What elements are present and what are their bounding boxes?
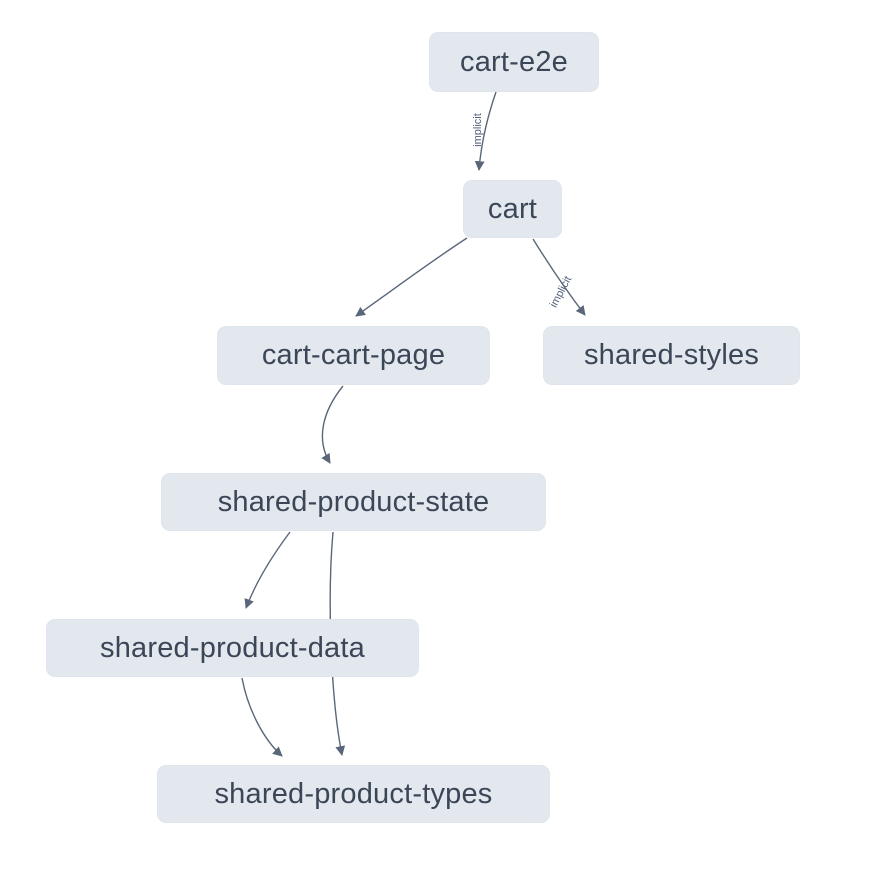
node-shared-styles[interactable]: shared-styles (543, 326, 800, 385)
node-label: cart (487, 192, 538, 225)
node-cart-e2e[interactable]: cart-e2e (429, 32, 599, 92)
node-label: shared-product-data (100, 631, 365, 664)
node-label: shared-styles (583, 339, 760, 371)
edge-label-cart-e2e-to-cart: implicit (472, 113, 484, 147)
edge-label-cart-to-shared-styles: implicit (547, 274, 575, 310)
node-label: shared-product-types (214, 777, 493, 810)
edge-cart-to-cart-cart-page (355, 237, 468, 317)
edge-cart-cart-page-to-shared-product-state (321, 385, 344, 464)
node-shared-product-types[interactable]: shared-product-types (157, 765, 550, 823)
node-shared-product-data[interactable]: shared-product-data (46, 619, 419, 677)
edge-shared-product-state-to-shared-product-data (244, 531, 291, 609)
node-label: cart-e2e (460, 45, 568, 78)
edge-shared-product-data-to-shared-product-types (241, 677, 283, 757)
node-label: shared-product-state (217, 485, 490, 518)
node-label: cart-cart-page (261, 339, 446, 371)
node-shared-product-state[interactable]: shared-product-state (161, 473, 546, 531)
node-cart[interactable]: cart (463, 180, 562, 238)
node-cart-cart-page[interactable]: cart-cart-page (217, 326, 490, 385)
